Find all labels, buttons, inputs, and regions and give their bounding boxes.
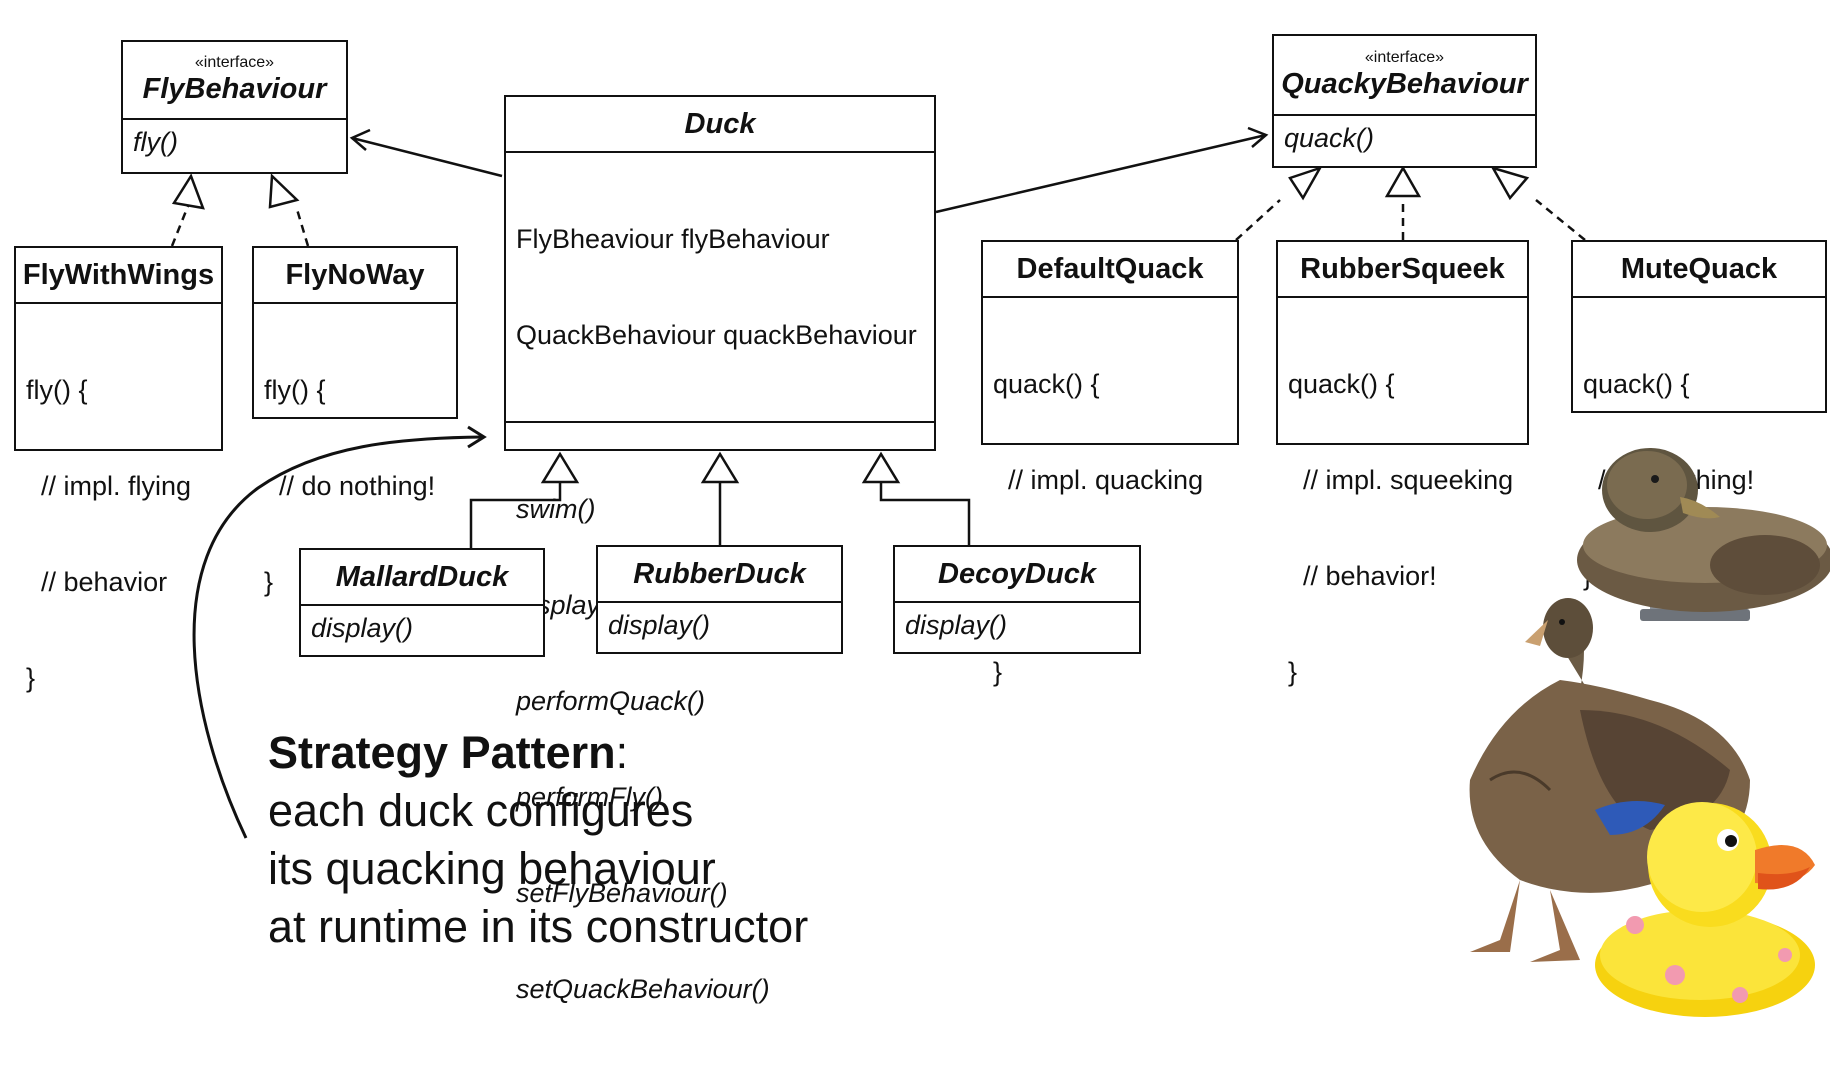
rubber-duck-photo: [1595, 802, 1815, 1017]
code-line: fly() {: [264, 375, 326, 405]
code-line: }: [1288, 657, 1298, 687]
fields-section: FlyBheaviour flyBehaviour QuackBehaviour…: [506, 153, 934, 423]
caption-line: at runtime in its constructor: [268, 901, 809, 952]
method: display(): [905, 610, 1008, 640]
class-name: Duck: [684, 108, 756, 140]
rubber-duck-class: RubberDuck display(): [596, 545, 843, 654]
code-line: // impl. quacking: [993, 465, 1204, 495]
class-name: RubberSqueek: [1300, 253, 1505, 285]
decoy-duck-class: DecoyDuck display(): [893, 545, 1141, 654]
uml-diagram: «interface» FlyBehaviour fly() «interfac…: [14, 34, 1830, 1017]
method: setFlyBehaviour(): [516, 878, 728, 908]
generalize-arrow-decoy: [861, 451, 901, 484]
caption-line: its quacking behaviour: [268, 843, 716, 894]
assoc-duck-fly: [351, 136, 503, 178]
method: performFly(): [516, 782, 663, 812]
fly-with-wings-class: FlyWithWings fly() { // impl. flying // …: [14, 246, 223, 693]
assoc-duck-quack: [935, 133, 1267, 214]
class-name: DecoyDuck: [938, 558, 1096, 590]
methods-section: swim() display() performQuack() performF…: [506, 423, 934, 1075]
method: display(): [608, 610, 711, 640]
code-line: fly() {: [26, 375, 88, 405]
caption-colon: :: [615, 727, 629, 778]
callout-arrowhead: [467, 425, 487, 449]
realize-arrow-defaultquack: [1288, 165, 1323, 201]
code-line: // impl. flying: [26, 471, 192, 501]
realize-arrow-mutequack: [1490, 165, 1530, 201]
rubber-squeek-class: RubberSqueek quack() { // impl. squeekin…: [1276, 240, 1529, 687]
realize-arrow-flywithwings: [171, 173, 205, 210]
mute-quack-class: MuteQuack quack() { // do nothing! }: [1571, 240, 1827, 591]
method: performQuack(): [516, 686, 706, 716]
field: QuackBehaviour quackBehaviour: [516, 320, 917, 350]
code-line: quack() {: [993, 369, 1100, 399]
class-name: FlyWithWings: [22, 259, 215, 291]
generalize-arrow-rubberduck: [700, 451, 740, 484]
class-name: QuackyBehaviour: [1281, 68, 1528, 100]
class-name: DefaultQuack: [1016, 253, 1204, 285]
method: setQuackBehaviour(): [516, 974, 770, 1004]
default-quack-class: DefaultQuack quack() { // impl. quacking…: [981, 240, 1239, 687]
method: display(): [311, 613, 414, 643]
caption-title: Strategy Pattern: [268, 727, 616, 778]
realize-flynoway: [294, 205, 310, 247]
class-name: FlyBehaviour: [142, 73, 327, 105]
duck-class: Duck FlyBheaviour flyBehaviour QuackBeha…: [504, 95, 936, 1004]
code-line: quack() {: [1583, 369, 1690, 399]
class-name: FlyNoWay: [285, 259, 425, 291]
code-line: // behavior!: [1288, 561, 1437, 591]
assoc-arrowhead-quack: [1247, 126, 1269, 148]
relationship-lines: [170, 126, 1586, 839]
generalize-arrow-mallard: [540, 451, 580, 484]
fly-no-way-class: FlyNoWay fly() { // do nothing! }: [252, 246, 458, 597]
stereotype-label: «interface»: [1364, 49, 1445, 66]
method: swim(): [516, 494, 596, 524]
quacky-behaviour-interface: «interface» QuackyBehaviour quack(): [1272, 34, 1537, 168]
realize-arrow-rubbersqueek: [1384, 165, 1422, 198]
assoc-arrowhead-fly: [349, 128, 371, 151]
stereotype-label: «interface»: [194, 54, 275, 71]
field: FlyBheaviour flyBehaviour: [516, 224, 830, 254]
code-line: }: [26, 663, 36, 693]
method: fly(): [133, 127, 178, 157]
realize-defaultquack: [1235, 199, 1281, 241]
code-line: }: [264, 567, 274, 597]
realize-arrow-flynoway: [268, 173, 300, 209]
code-line: // do nothing!: [264, 471, 436, 501]
generalize-decoy: [879, 482, 971, 545]
code-line: // impl. squeeking: [1288, 465, 1514, 495]
caption-line: each duck configures: [268, 785, 694, 836]
method: quack(): [1284, 123, 1375, 153]
class-name: MallardDuck: [335, 561, 509, 593]
realize-flywithwings: [170, 205, 190, 247]
code-line: // behavior: [26, 567, 168, 597]
code-line: }: [993, 657, 1003, 687]
mallard-duck-class: MallardDuck display(): [299, 548, 545, 657]
callout-arrow: [192, 435, 483, 839]
decoy-duck-photo: [1577, 448, 1830, 621]
generalize-mallard: [469, 482, 562, 548]
strategy-pattern-caption: Strategy Pattern: each duck configures i…: [268, 724, 808, 956]
fly-behaviour-interface: «interface» FlyBehaviour fly(): [121, 40, 348, 174]
code-line: quack() {: [1288, 369, 1395, 399]
class-name: RubberDuck: [633, 558, 806, 590]
realize-mutequack: [1535, 199, 1586, 241]
class-name: MuteQuack: [1620, 253, 1778, 285]
